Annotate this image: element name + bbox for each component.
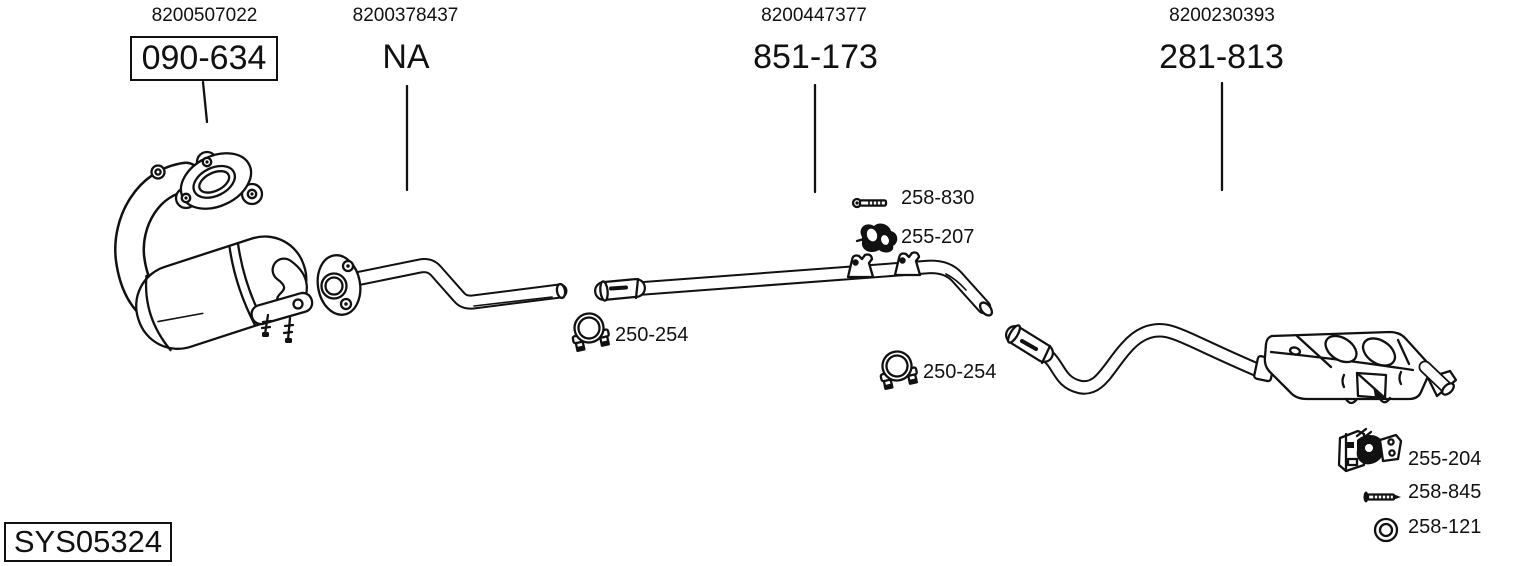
callout-258-121: 258-121 <box>1408 516 1482 538</box>
clamp-icon <box>571 312 610 353</box>
part-code-box-1: 090-634 <box>130 36 278 81</box>
part-ref-2: 8200378437 <box>352 5 459 26</box>
rear-muffler-drawing <box>1005 323 1458 405</box>
catalytic-converter-drawing <box>114 150 314 352</box>
washer-icon <box>1373 517 1399 543</box>
pipe-hanger-tab <box>893 251 922 277</box>
part-code-1: 090-634 <box>141 38 267 77</box>
cat-inlet-flange <box>174 150 264 210</box>
callout-258-845: 258-845 <box>1408 481 1482 503</box>
outlet-studs <box>260 313 295 342</box>
bolt-icon <box>851 197 888 209</box>
front-pipe-drawing <box>316 254 568 316</box>
callout-250-254-rear: 250-254 <box>923 361 997 383</box>
hanger-bracket-icon <box>1337 427 1403 473</box>
callout-258-830: 258-830 <box>901 187 975 209</box>
diagram-id-label: SYS05324 <box>13 524 163 559</box>
callout-255-204: 255-204 <box>1408 448 1482 470</box>
clamp-icon <box>879 350 918 391</box>
bolt-icon <box>1363 491 1401 503</box>
center-pipe-drawing <box>594 251 994 317</box>
callout-255-207: 255-207 <box>901 226 975 248</box>
diagram-id-box: SYS05324 <box>4 522 172 562</box>
part-code-2: NA <box>382 38 430 76</box>
part-code-4: 281-813 <box>1159 38 1284 76</box>
part-ref-1: 8200507022 <box>151 5 258 26</box>
callout-250-254-front: 250-254 <box>615 324 689 346</box>
rubber-mount-icon <box>855 223 898 253</box>
part-ref-4: 8200230393 <box>1169 5 1275 26</box>
leader-lines <box>201 80 1224 194</box>
part-ref-3: 8200447377 <box>761 5 867 26</box>
part-code-3: 851-173 <box>753 38 878 76</box>
pipe-hanger-tab <box>846 253 875 279</box>
